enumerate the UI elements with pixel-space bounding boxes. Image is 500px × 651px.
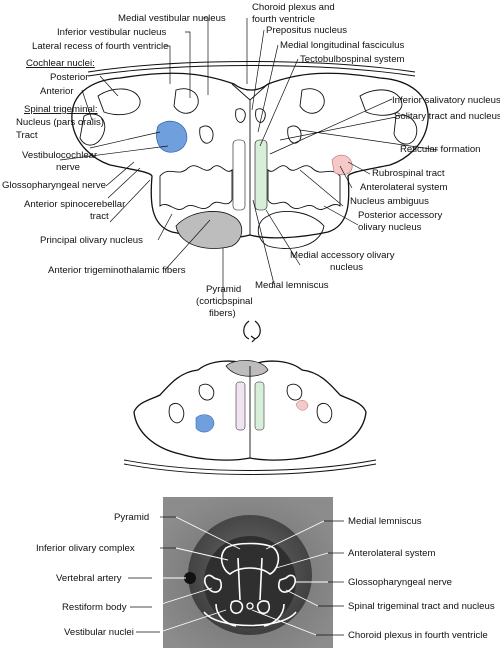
- label-posterior-accessory-1: Posterior accessory: [358, 210, 442, 221]
- label-spinal-trigeminal: Spinal trigeminal:: [24, 104, 98, 115]
- mri-external-leaders: [128, 516, 344, 636]
- label-mlf: Medial longitudinal fasciculus: [280, 40, 404, 51]
- label-cochlear-nuclei: Cochlear nuclei:: [26, 58, 95, 69]
- rotated-medulla-thumbnail: [123, 360, 377, 475]
- mri-panel: [151, 497, 333, 648]
- medial-lemniscus-left: [232, 139, 246, 211]
- spinal-trigeminal-nucleus: [156, 120, 188, 153]
- label-pyramid-3: fibers): [209, 308, 236, 319]
- top-labels: Medial vestibular nucleus Inferior vesti…: [2, 2, 500, 319]
- label-nucleus-ambiguus: Nucleus ambiguus: [350, 196, 429, 207]
- label-medial-accessory-2: nucleus: [330, 262, 363, 273]
- rotate-arrow-icon: [243, 320, 261, 343]
- medial-lemniscus-right: [254, 139, 268, 211]
- mri-label-vestibular-nuclei: Vestibular nuclei: [64, 627, 134, 638]
- mri-label-anterolateral-system: Anterolateral system: [348, 548, 435, 559]
- label-anterior-trigeminothalamic: Anterior trigeminothalamic fibers: [48, 265, 186, 276]
- label-pyramid-1: Pyramid: [206, 284, 241, 295]
- label-prepositus: Prepositus nucleus: [266, 25, 347, 36]
- label-anterior-spinocerebellar-2: tract: [90, 211, 109, 222]
- label-medial-vestibular-nucleus: Medial vestibular nucleus: [118, 13, 226, 24]
- label-medial-lemniscus: Medial lemniscus: [255, 280, 329, 291]
- vertebral-artery-dot: [184, 572, 196, 584]
- label-principal-olivary-nucleus: Principal olivary nucleus: [40, 235, 143, 246]
- mri-label-restiform-body: Restiform body: [62, 602, 127, 613]
- label-medial-accessory-1: Medial accessory olivary: [290, 250, 395, 261]
- label-posterior-accessory-2: olivary nucleus: [358, 222, 422, 233]
- mri-label-choroid-plexus: Choroid plexus in fourth ventricle: [348, 630, 488, 641]
- mri-labels: Pyramid Inferior olivary complex Vertebr…: [36, 512, 495, 641]
- mri-label-glossopharyngeal: Glossopharyngeal nerve: [348, 577, 452, 588]
- label-anterior: Anterior: [40, 86, 74, 97]
- label-lateral-recess: Lateral recess of fourth ventricle: [32, 41, 169, 52]
- top-leader-lines: [59, 17, 439, 305]
- label-anterolateral-system: Anterolateral system: [360, 182, 447, 193]
- label-choroid-1: Choroid plexus and: [252, 2, 335, 13]
- label-vestibulocochlear-1: Vestibulocochlear: [22, 150, 98, 161]
- label-glossopharyngeal-nerve: Glossopharyngeal nerve: [2, 180, 106, 191]
- medulla-cross-section: [71, 61, 429, 249]
- label-tectobulbospinal: Tectobulbospinal system: [300, 54, 405, 65]
- label-inferior-vestibular-nucleus: Inferior vestibular nucleus: [57, 27, 167, 38]
- label-anterior-spinocerebellar-1: Anterior spinocerebellar: [24, 199, 126, 210]
- label-vestibulocochlear-2: nerve: [56, 162, 80, 173]
- mri-label-vertebral-artery: Vertebral artery: [56, 573, 122, 584]
- label-solitary-tract: Solitary tract and nucleus: [394, 111, 500, 122]
- label-tract: Tract: [16, 130, 38, 141]
- mri-label-spinal-trigeminal: Spinal trigeminal tract and nucleus: [348, 601, 495, 612]
- label-rubrospinal-tract: Rubrospinal tract: [372, 168, 445, 179]
- label-posterior: Posterior: [50, 72, 89, 83]
- label-choroid-2: fourth ventricle: [252, 14, 315, 25]
- label-inferior-salivatory: Inferior salivatory nucleus: [392, 95, 500, 106]
- label-reticular-formation: Reticular formation: [400, 144, 481, 155]
- mri-label-medial-lemniscus: Medial lemniscus: [348, 516, 422, 527]
- rubrospinal-tract: [331, 154, 353, 176]
- mri-label-pyramid: Pyramid: [114, 512, 149, 523]
- mri-label-inferior-olivary: Inferior olivary complex: [36, 543, 135, 554]
- label-nucleus-pars-oralis: Nucleus (pars oralis): [16, 117, 104, 128]
- label-pyramid-2: (corticospinal: [196, 296, 253, 307]
